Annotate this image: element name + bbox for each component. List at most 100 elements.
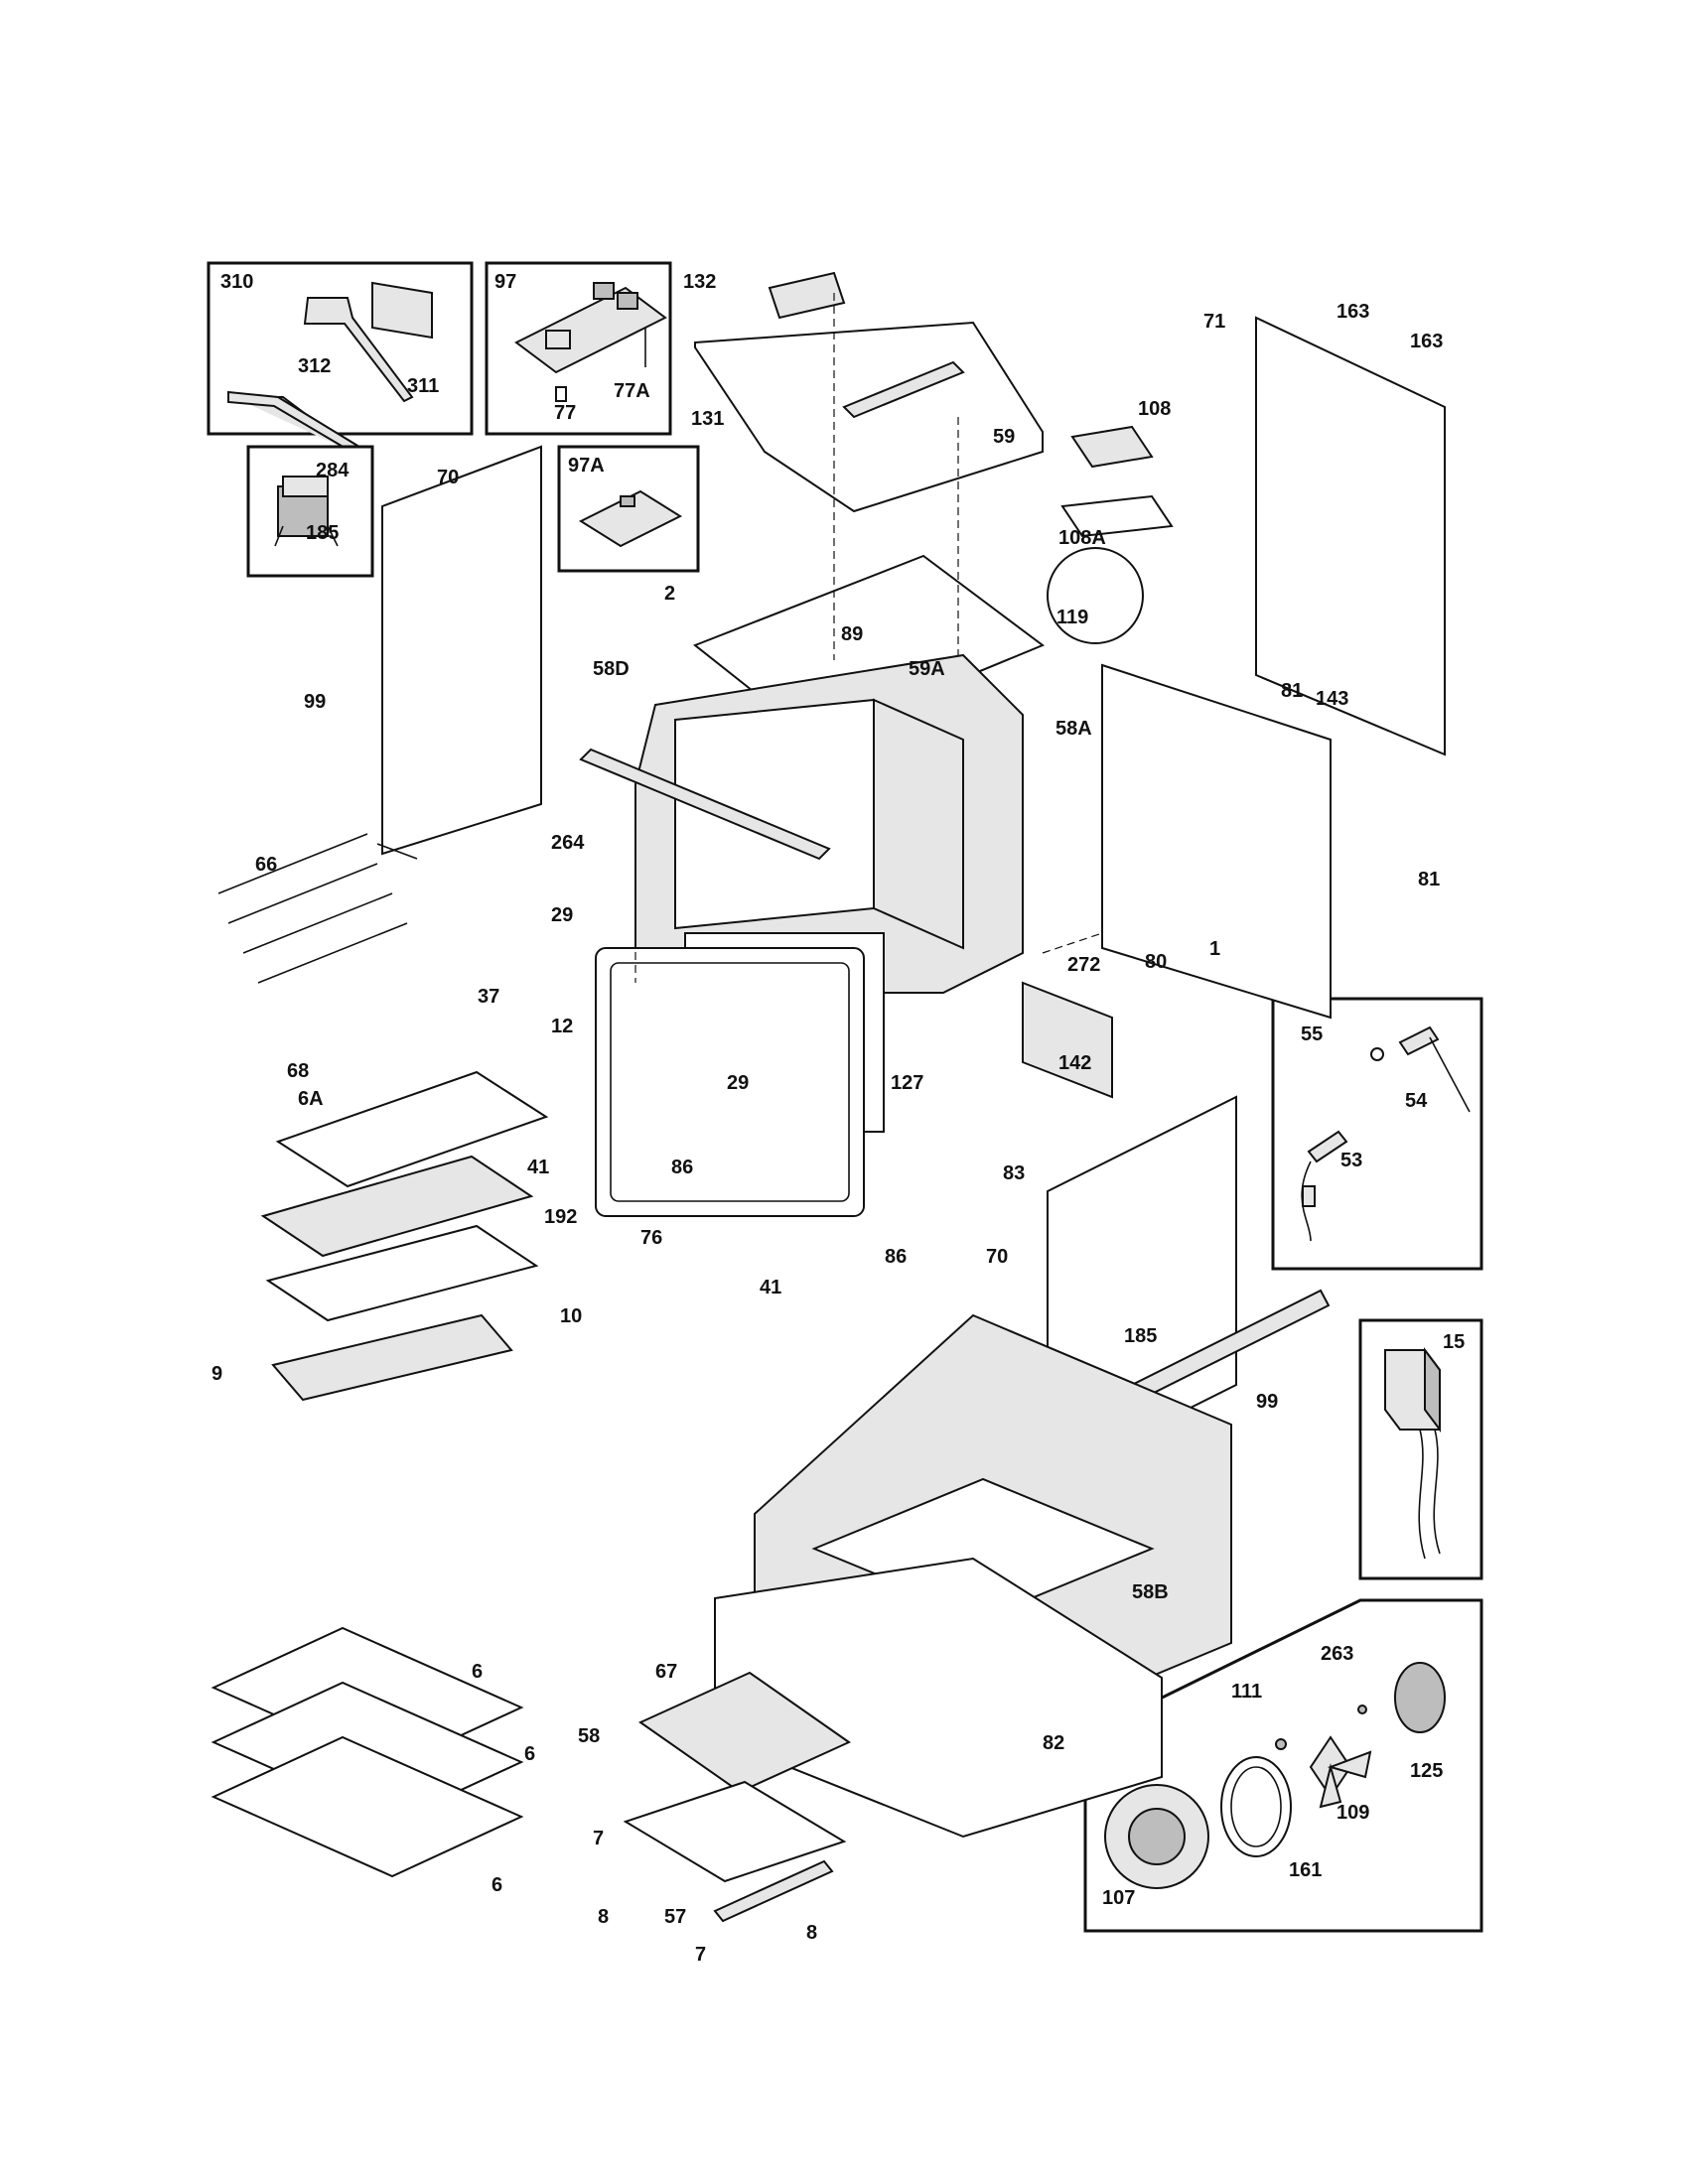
side-panel-70-left [381,445,542,856]
inset-box-97A [557,445,700,573]
callout-111: 111 [1231,1681,1262,1703]
callout-6c: 6 [492,1874,502,1896]
callout-192: 192 [544,1206,577,1228]
callout-109: 109 [1336,1802,1369,1824]
callout-272: 272 [1067,954,1100,976]
callout-59: 59 [993,426,1015,448]
callout-10: 10 [560,1305,582,1327]
fan-element-108 [1070,425,1154,469]
inset-box-fan [1083,1598,1483,1933]
bake-element-67 [637,1671,852,1794]
callout-15: 15 [1443,1331,1465,1353]
callout-41a: 41 [527,1157,549,1178]
callout-6b: 6 [524,1743,535,1765]
callout-86a: 86 [671,1157,693,1178]
callout-107: 107 [1102,1887,1135,1909]
inset-box-probe [1271,997,1483,1271]
callout-310: 310 [220,271,253,293]
pan-insert-10 [265,1224,539,1322]
callout-55: 55 [1301,1024,1323,1045]
callout-81a: 81 [1281,680,1303,702]
callout-83: 83 [1003,1162,1025,1184]
rear-panel-1 [1101,663,1332,1020]
trim-264 [579,748,831,861]
callout-108A: 108A [1058,527,1106,549]
cover-57 [623,1780,847,1883]
callout-76: 76 [640,1227,662,1249]
callout-41b: 41 [760,1277,781,1298]
callout-29b: 29 [727,1072,749,1094]
bracket-132 [768,271,846,320]
callout-284: 284 [316,460,350,481]
callout-125: 125 [1410,1760,1443,1782]
callout-142: 142 [1058,1052,1091,1074]
callout-264: 264 [551,832,585,854]
callout-8a: 8 [598,1906,609,1928]
rack-6-bottom [211,1735,524,1878]
callout-7a: 7 [593,1828,604,1849]
callout-labels: 310 312 311 97 77 77A 132 131 163 163 71… [211,271,1465,1966]
top-panel-131 [694,321,1044,513]
inset-box-284 [246,445,374,578]
callout-37: 37 [478,986,499,1008]
callout-58D: 58D [593,658,630,680]
callout-89: 89 [841,623,863,645]
thermostat-119-callout [1047,547,1144,644]
callout-108: 108 [1138,398,1171,420]
side-panel-71 [1255,316,1446,756]
callout-8b: 8 [806,1922,817,1944]
trim-142 [1022,981,1113,1099]
callout-9: 9 [211,1363,222,1385]
callout-58A: 58A [1055,718,1092,740]
callout-143: 143 [1316,688,1348,710]
callout-97A: 97A [568,455,605,477]
callout-68: 68 [287,1060,309,1082]
callout-67: 67 [655,1661,677,1683]
callout-161: 161 [1289,1859,1322,1881]
door-frame-76 [595,947,865,1217]
callout-70a: 70 [437,467,459,488]
pan-9 [271,1313,513,1402]
callout-29a: 29 [551,904,573,926]
callout-86b: 86 [885,1246,907,1268]
callout-66: 66 [255,854,277,876]
bracket-108A [1060,494,1174,538]
callout-7b: 7 [695,1944,706,1966]
pan-192 [260,1155,534,1258]
callout-81b: 81 [1418,869,1440,890]
callout-99a: 99 [304,691,326,713]
callout-71: 71 [1203,311,1225,333]
callout-1: 1 [1209,938,1220,960]
callout-82: 82 [1043,1732,1064,1754]
callout-163b: 163 [1410,331,1443,352]
callout-54: 54 [1405,1090,1428,1112]
callout-131: 131 [691,408,724,430]
inset-box-15 [1358,1318,1483,1580]
callout-59A: 59A [909,658,945,680]
callout-12: 12 [551,1016,573,1037]
inset-box-97 [485,261,672,436]
callout-312: 312 [298,355,331,377]
callout-127: 127 [891,1072,923,1094]
callout-6a: 6 [472,1661,483,1683]
callout-58B: 58B [1132,1581,1169,1603]
callout-263: 263 [1321,1643,1353,1665]
broil-element-66 [217,833,418,984]
callout-70b: 70 [986,1246,1008,1268]
callout-77: 77 [554,402,576,424]
callout-57: 57 [664,1906,686,1928]
callout-77A: 77A [614,380,650,402]
callout-185b: 185 [1124,1325,1157,1347]
callout-58: 58 [578,1725,600,1747]
callout-6A: 6A [298,1088,324,1110]
callout-53: 53 [1340,1150,1362,1171]
callout-97: 97 [494,271,516,293]
callout-99b: 99 [1256,1391,1278,1413]
callout-2: 2 [664,583,675,605]
callout-132: 132 [683,271,716,293]
callout-119: 119 [1056,607,1088,628]
callout-185a: 185 [306,522,339,544]
trim-8 [713,1859,834,1923]
callout-311: 311 [407,375,439,397]
